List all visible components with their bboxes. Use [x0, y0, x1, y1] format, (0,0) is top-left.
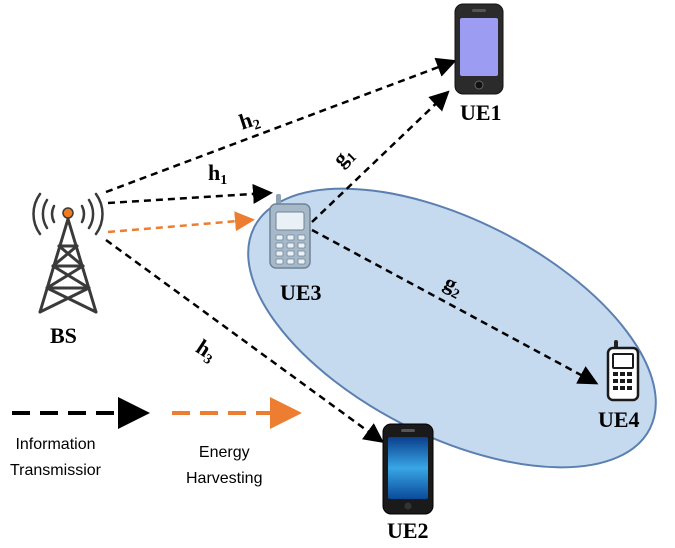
bs-label: BS — [50, 323, 77, 348]
legend-energy-line1: Energy — [198, 444, 250, 461]
legend-information-line1: Information — [15, 436, 96, 453]
link-h2-arrow — [105, 57, 457, 194]
energy-harvesting-arrow — [107, 211, 255, 234]
h1-label: h1 — [208, 160, 228, 188]
link-h3-arrow — [105, 238, 385, 443]
ue3-feature-phone-icon — [269, 194, 311, 269]
legend-energy-label: Energy Harvesting — [186, 440, 262, 492]
legend-information-line2: Transmissior — [10, 462, 101, 479]
ue1-smartphone-icon — [454, 3, 504, 95]
legend-information-label: Information Transmissior — [10, 432, 101, 484]
link-h1-arrow — [107, 183, 273, 205]
d2d-cluster-ellipse — [247, 187, 657, 469]
link-g2-arrow — [311, 228, 599, 385]
ue4-feature-phone-icon — [606, 340, 640, 402]
link-g1-arrow — [311, 90, 450, 223]
ue4-label: UE4 — [598, 407, 640, 432]
ue1-label: UE1 — [460, 100, 502, 125]
ue2-smartphone-icon — [382, 423, 434, 515]
ue3-label: UE3 — [280, 280, 322, 305]
legend-energy-line2: Harvesting — [186, 470, 263, 487]
ue2-label: UE2 — [387, 518, 429, 543]
base-station-icon — [32, 192, 104, 314]
